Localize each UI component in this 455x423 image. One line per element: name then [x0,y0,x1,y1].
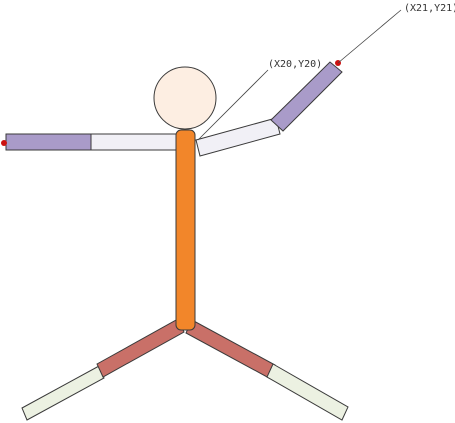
right-shin [266,363,349,421]
leader-line-joint-20 [197,69,269,141]
left-forearm [5,133,92,151]
right-thigh [185,319,276,379]
right-arm [195,60,343,157]
torso [175,129,196,331]
head [153,66,217,130]
right-forearm [270,61,343,132]
leader-line-joint-21 [337,9,402,64]
left-leg [21,318,185,421]
joint-21-label: (X21,Y21) [404,3,455,14]
left-arm [1,133,181,151]
right-leg [185,319,349,421]
left-shin [21,365,105,421]
left-hand-joint-marker [1,140,7,146]
joint-20-label: (X20,Y20) [268,59,322,70]
right-upper-arm [195,117,281,157]
left-upper-arm [90,133,181,151]
left-thigh [96,318,185,378]
